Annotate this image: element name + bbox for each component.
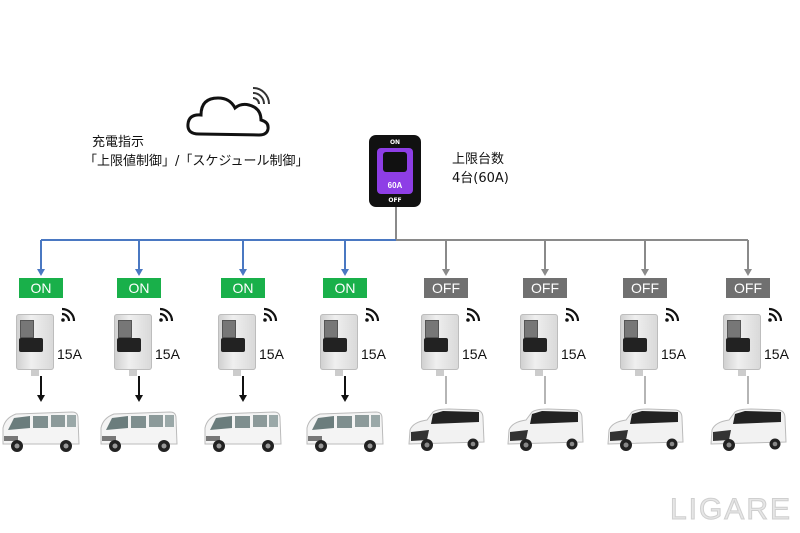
feeder-arrow [341,269,349,276]
wireless-signal-icon [61,307,76,322]
unit-lever [221,338,245,352]
wireless-signal-icon [466,307,481,322]
instruction-title: 充電指示 [92,135,145,150]
unit-window [118,320,132,338]
unit-window [425,320,439,338]
charge-instruction: 充電指示 「上限値制御」/「スケジュール制御」 [84,133,308,171]
unit-connector [31,370,39,376]
wireless-signal-icon [565,307,580,322]
van-vehicle [306,411,384,452]
feeder-arrow [541,269,549,276]
breaker-off-label: OFF [388,197,402,204]
charger-unit [620,314,658,376]
unit-connector [436,370,444,376]
limit-info: 上限台数 4台(60A) [452,150,509,188]
charger-amp-label: 15A [764,346,789,362]
breaker-face: 60A [377,148,413,194]
charger-unit [421,314,459,376]
charger-state-badge: OFF [424,278,468,298]
unit-connector [535,370,543,376]
unit-window [324,320,338,338]
charger-unit [218,314,256,376]
limit-title: 上限台数 [452,152,505,167]
charger-amp-label: 15A [361,346,386,362]
limit-value: 4台(60A) [452,171,509,186]
wireless-signal-icon [365,307,380,322]
unit-connector [129,370,137,376]
van-vehicle [204,411,282,452]
charger-amp-label: 15A [661,346,686,362]
charger-state-badge: ON [117,278,161,298]
ev-vehicle [710,408,787,451]
charger-amp-label: 15A [155,346,180,362]
unit-lever [726,338,750,352]
charger-unit [16,314,54,376]
wireless-signal-icon [768,307,783,322]
charger-amp-label: 15A [462,346,487,362]
unit-window [222,320,236,338]
charger-unit [520,314,558,376]
charger-unit [320,314,358,376]
feeder-arrow [744,269,752,276]
unit-connector [335,370,343,376]
unit-window [524,320,538,338]
charger-unit [114,314,152,376]
unit-lever [19,338,43,352]
feeder-arrow [37,269,45,276]
unit-window [20,320,34,338]
feeder-arrow [641,269,649,276]
unit-lever [424,338,448,352]
ev-vehicle [507,408,584,451]
feeder-arrow [442,269,450,276]
unit-connector [233,370,241,376]
unit-window [624,320,638,338]
charger-state-badge: OFF [726,278,770,298]
charging-arrow [239,395,247,402]
wireless-signal-icon [263,307,278,322]
wireless-signal-icon [665,307,680,322]
charging-arrow [135,395,143,402]
charger-state-badge: ON [221,278,265,298]
unit-window [727,320,741,338]
ev-vehicle [607,408,684,451]
unit-connector [738,370,746,376]
van-vehicle [100,411,178,452]
charger-state-badge: ON [323,278,367,298]
charger-amp-label: 15A [259,346,284,362]
unit-lever [523,338,547,352]
feeder-arrow [239,269,247,276]
breaker-rating: 60A [387,181,403,190]
van-vehicle [2,411,80,452]
charger-amp-label: 15A [561,346,586,362]
unit-lever [323,338,347,352]
charger-state-badge: OFF [523,278,567,298]
cloud-icon [186,87,270,137]
feeder-arrow [135,269,143,276]
ev-vehicle [408,408,485,451]
signal-icon [252,87,270,105]
unit-lever [623,338,647,352]
charger-amp-label: 15A [57,346,82,362]
charging-arrow [37,395,45,402]
breaker-on-label: ON [389,139,401,146]
unit-lever [117,338,141,352]
instruction-modes: 「上限値制御」/「スケジュール制御」 [84,154,309,169]
watermark-logo: LIGARE [669,493,792,527]
wireless-signal-icon [159,307,174,322]
charging-arrow [341,395,349,402]
main-breaker: ON 60A OFF [369,135,421,207]
charger-unit [723,314,761,376]
charger-state-badge: ON [19,278,63,298]
breaker-switch [383,152,407,172]
charger-state-badge: OFF [623,278,667,298]
unit-connector [635,370,643,376]
